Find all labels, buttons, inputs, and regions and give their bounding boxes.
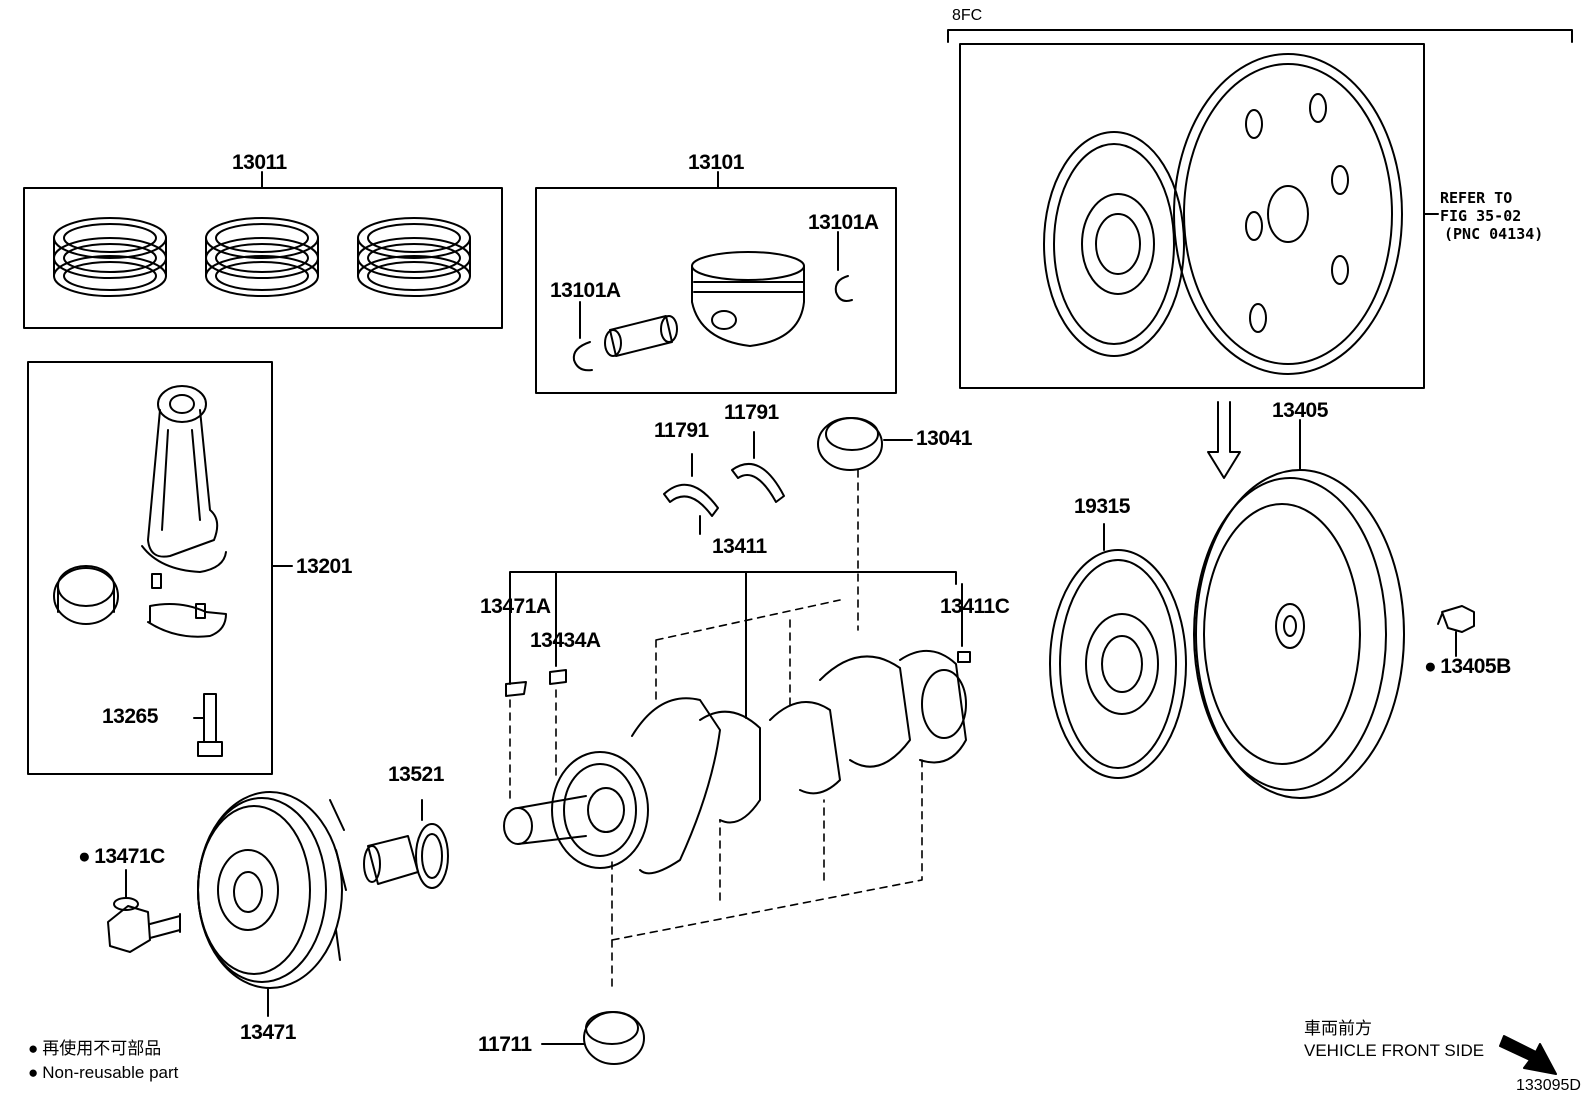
drive-plate-icon [1173, 53, 1403, 375]
box-13101 [535, 187, 897, 394]
dashed-guides [509, 469, 923, 991]
group-label-8fc: 8FC [952, 7, 983, 24]
part-label-19315[interactable]: 19315 [1074, 495, 1130, 518]
rod-bolt-icon [197, 693, 223, 757]
snap-ring-icon [572, 275, 853, 372]
group-bracket-8fc [947, 29, 1573, 43]
main-bearing-icon [817, 417, 883, 471]
piston-icon [691, 251, 805, 347]
part-label-13101a-right[interactable]: 13101A [808, 211, 879, 234]
connecting-rod-icon [141, 385, 227, 638]
refer-line-2: FIG 35-02 [1440, 207, 1522, 225]
part-label-13411c[interactable]: 13411C [940, 595, 1010, 618]
flywheel-bolt-icon [1437, 605, 1475, 633]
arrow-down-icon [1207, 401, 1241, 479]
piston-pin-icon [604, 315, 678, 357]
part-label-11711[interactable]: 11711 [478, 1033, 532, 1056]
part-label-13101[interactable]: 13101 [688, 151, 744, 174]
part-label-13434a[interactable]: 13434A [530, 629, 601, 652]
pulley-bolt-icon [107, 897, 181, 953]
flywheel-small-icon [1043, 131, 1185, 357]
refer-line-3: (PNC 04134) [1444, 225, 1544, 243]
box-8fc [959, 43, 1425, 389]
legend-en: Non-reusable part [28, 1064, 178, 1081]
part-label-13521[interactable]: 13521 [388, 763, 444, 786]
part-label-13471a[interactable]: 13471A [480, 595, 551, 618]
crankshaft-icon [503, 571, 971, 875]
figure-id: 133095D [1516, 1077, 1581, 1094]
legend-jp: 再使用不可部品 [28, 1040, 161, 1057]
direction-en: VEHICLE FRONT SIDE [1304, 1041, 1485, 1060]
part-label-13011[interactable]: 13011 [232, 151, 287, 174]
part-label-13405b[interactable]: 13405B [1424, 656, 1511, 677]
part-label-13411[interactable]: 13411 [712, 535, 767, 558]
part-label-11791-left[interactable]: 11791 [654, 419, 709, 442]
piston-ring-set-icon [53, 217, 471, 297]
main-bearing-lower-icon [583, 1011, 645, 1065]
part-label-11791-right[interactable]: 11791 [724, 401, 779, 424]
refer-line-1: REFER TO [1440, 189, 1513, 207]
vehicle-front-arrow-icon [1499, 1035, 1557, 1075]
part-label-13041[interactable]: 13041 [916, 427, 972, 450]
part-label-13471[interactable]: 13471 [240, 1021, 296, 1044]
direction-jp: 車両前方 [1304, 1019, 1372, 1038]
crank-sprocket-icon [363, 823, 449, 889]
part-label-13101a-left[interactable]: 13101A [550, 279, 621, 302]
drive-plate-19315-icon [1049, 549, 1187, 779]
rod-bearing-icon [53, 565, 119, 625]
part-label-13405[interactable]: 13405 [1272, 399, 1328, 422]
part-label-13201[interactable]: 13201 [296, 555, 352, 578]
box-13201 [27, 361, 273, 775]
thrust-washer-icon [663, 463, 785, 517]
crank-pulley-icon [197, 791, 347, 989]
part-label-13471c[interactable]: 13471C [78, 846, 165, 867]
flywheel-icon [1193, 469, 1405, 799]
part-label-13265[interactable]: 13265 [102, 705, 158, 728]
